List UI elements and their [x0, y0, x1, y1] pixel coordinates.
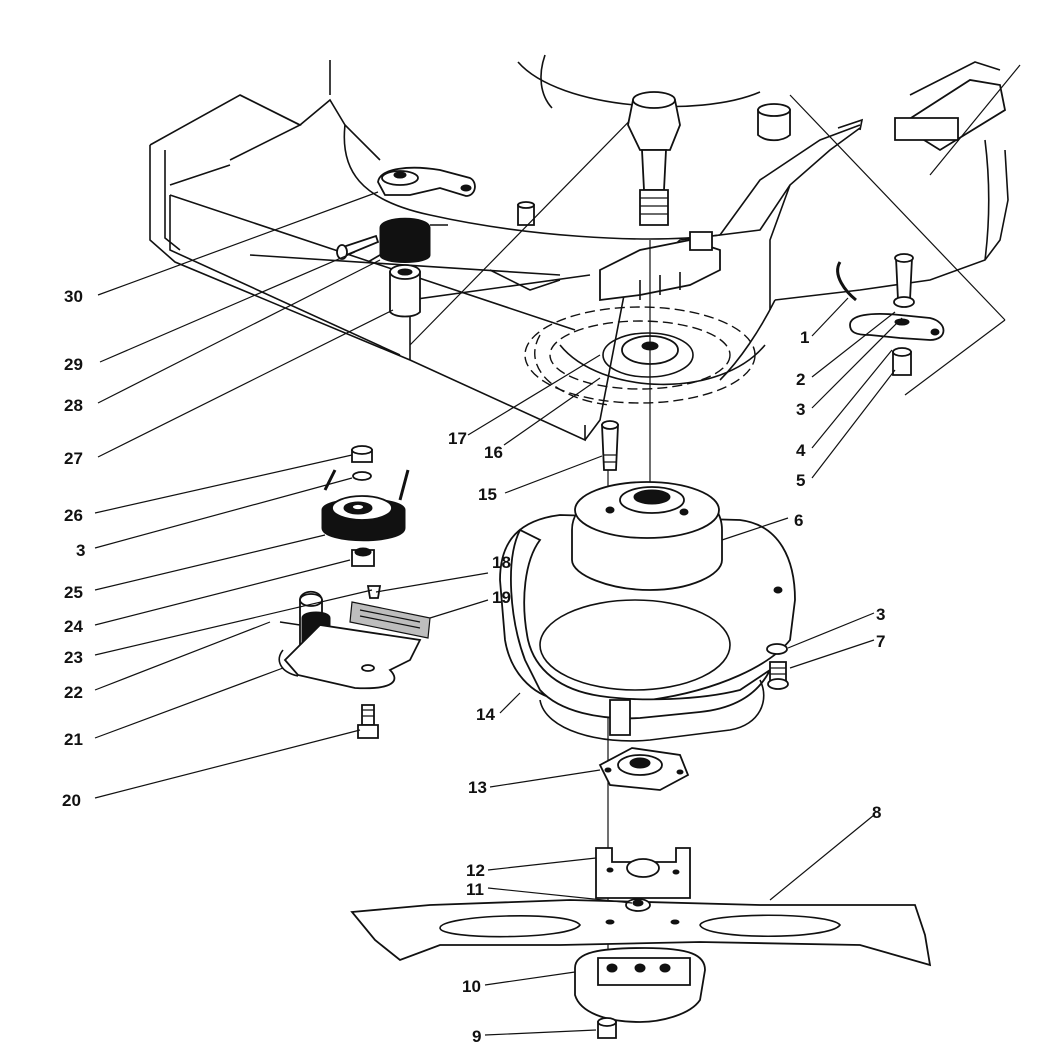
- bolt-29: [336, 234, 380, 260]
- callout-13: 13: [468, 778, 487, 797]
- brake-bracket-21: [278, 624, 422, 690]
- bracket-4: [849, 312, 945, 341]
- bolt-15: [601, 420, 619, 471]
- bolt-11: [625, 898, 651, 912]
- callout-7: 7: [876, 632, 885, 651]
- bushing-27: [389, 264, 421, 318]
- callout-labels: 1 2 3 4 5 6 3 7 8 9 10 11 12 13 14 15 16…: [62, 287, 885, 1046]
- callout-3: 3: [796, 400, 805, 419]
- callout-15: 15: [478, 485, 497, 504]
- spring-28: [367, 217, 448, 263]
- callout-18: 18: [492, 553, 511, 572]
- washer-3-lower: [766, 643, 788, 655]
- callout-9: 9: [472, 1027, 481, 1046]
- nut-9: [597, 1017, 617, 1039]
- callout-4: 4: [796, 441, 806, 460]
- pulley-25: [321, 469, 410, 542]
- callout-11: 11: [466, 880, 484, 899]
- callout-24: 24: [64, 617, 83, 636]
- callout-27: 27: [64, 449, 83, 468]
- callout-2: 2: [796, 370, 805, 389]
- spacer-5: [892, 347, 912, 376]
- blade-adapter-12: [595, 847, 691, 899]
- washer-3-top: [893, 296, 915, 308]
- callout-6: 6: [794, 511, 803, 530]
- callout-20: 20: [62, 791, 81, 810]
- callout-21: 21: [64, 730, 83, 749]
- bushing-23: [351, 547, 375, 567]
- callout-22: 22: [64, 683, 83, 702]
- callout-14: 14: [476, 705, 495, 724]
- callout-8: 8: [872, 803, 881, 822]
- mower-deck-housing: [149, 54, 1009, 442]
- callout-10: 10: [462, 977, 481, 996]
- nut-26: [351, 445, 373, 463]
- callout-1: 1: [800, 328, 809, 347]
- spindle-housing-6: [571, 481, 723, 591]
- spindle-shaft-part: [627, 91, 681, 226]
- bolt-20: [357, 704, 379, 739]
- callout-3: 3: [876, 605, 885, 624]
- callout-17: 17: [448, 429, 467, 448]
- callout-23: 23: [64, 648, 83, 667]
- hidden-spindle-outline: [524, 306, 766, 406]
- callout-12: 12: [466, 861, 485, 880]
- callout-25: 25: [64, 583, 83, 602]
- bolt-2: [894, 253, 914, 301]
- screw-18: [366, 585, 382, 599]
- brake-pad-19: [349, 601, 431, 639]
- clip-1: [836, 261, 857, 302]
- idler-arm-30: [377, 166, 476, 197]
- callout-19: 19: [492, 588, 511, 607]
- bolt-7: [767, 661, 789, 690]
- bearing-flange-13: [598, 747, 690, 791]
- callout-30: 30: [64, 287, 83, 306]
- blade-mount-10: [574, 947, 706, 1023]
- callout-28: 28: [64, 396, 83, 415]
- callout-29: 29: [64, 355, 83, 374]
- callout-26: 26: [64, 506, 83, 525]
- callout-16: 16: [484, 443, 503, 462]
- callout-5: 5: [796, 471, 805, 490]
- callout-leaders: [94, 191, 903, 1036]
- washer-3-left: [352, 471, 372, 481]
- callout-3: 3: [76, 541, 85, 560]
